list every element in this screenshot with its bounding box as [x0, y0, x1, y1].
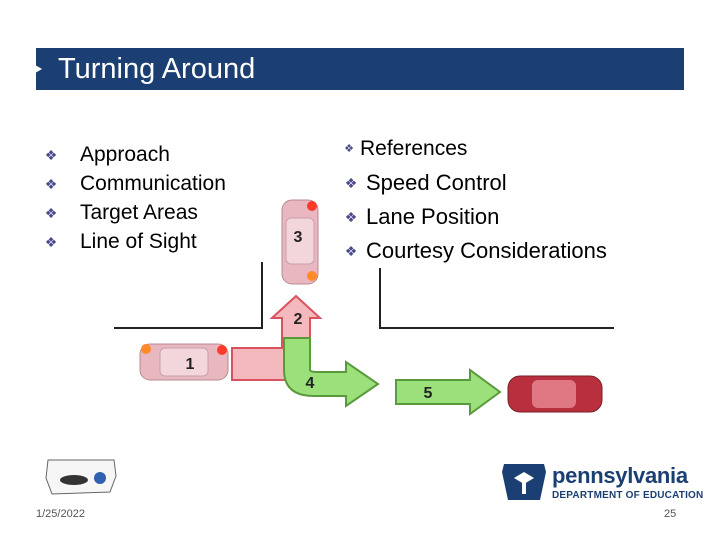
- department-name: DEPARTMENT OF EDUCATION: [552, 490, 704, 501]
- title-bar: [36, 48, 684, 90]
- right-bullet-list: ❖References ❖Speed Control ❖Lane Positio…: [344, 132, 607, 268]
- diamond-bullet-icon: ❖: [44, 204, 58, 221]
- list-item: ❖ Approach: [44, 140, 226, 169]
- road-edge-right: [379, 268, 614, 329]
- course-badge-logo: [45, 459, 117, 495]
- bullet-text: Line of Sight: [80, 229, 197, 253]
- list-item: ❖ Target Areas: [44, 198, 226, 227]
- left-bullet-list: ❖ Approach ❖ Communication ❖ Target Areas ❖…: [44, 140, 226, 256]
- label-2: 2: [294, 311, 303, 328]
- pennsylvania-wordmark: pennsylvania: [552, 463, 688, 488]
- diamond-bullet-icon: ❖: [44, 233, 58, 250]
- page-number: 25: [664, 508, 677, 520]
- diamond-bullet-icon: ❖: [44, 175, 58, 192]
- slide-date: 1/25/2022: [36, 508, 85, 520]
- diamond-bullet-icon: ❖: [344, 243, 358, 259]
- keystone-logo-icon: [502, 464, 546, 500]
- diamond-bullet-icon: ❖: [344, 143, 354, 155]
- forward-arrow-4: [283, 337, 380, 408]
- slide-title: Turning Around: [58, 53, 256, 85]
- bullet-text: Approach: [80, 142, 170, 166]
- list-item: ❖ Line of Sight: [44, 227, 226, 256]
- label-3: 3: [294, 229, 303, 246]
- list-item: ❖ Speed Control: [344, 166, 607, 200]
- diamond-bullet-icon: ❖: [344, 209, 358, 225]
- car-3: [281, 199, 319, 285]
- car-5: [507, 375, 603, 413]
- label-4: 4: [306, 375, 315, 392]
- references-header: References: [360, 137, 468, 160]
- label-1: 1: [186, 356, 195, 373]
- bullet-text: Lane Position: [366, 204, 500, 229]
- title-arrow-icon: [30, 62, 42, 76]
- diamond-bullet-icon: ❖: [44, 146, 58, 163]
- forward-arrow-5: [395, 368, 502, 416]
- bullet-text: Communication: [80, 171, 226, 195]
- car-1: [139, 343, 229, 381]
- label-5: 5: [424, 385, 433, 402]
- list-item: ❖ References: [344, 132, 607, 166]
- list-item: ❖ Courtesy Considerations: [344, 234, 607, 268]
- road-edge-left: [114, 262, 263, 329]
- bullet-text: Courtesy Considerations: [366, 238, 607, 263]
- list-item: ❖ Communication: [44, 169, 226, 198]
- diamond-bullet-icon: ❖: [344, 175, 358, 191]
- bullet-text: Target Areas: [80, 200, 198, 224]
- list-item: ❖ Lane Position: [344, 200, 607, 234]
- bullet-text: Speed Control: [366, 170, 507, 195]
